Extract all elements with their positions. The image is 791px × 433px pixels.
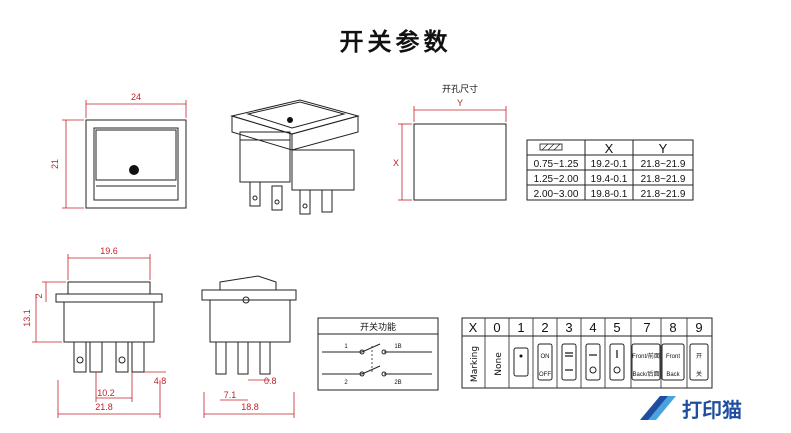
mark-header: 8 — [669, 320, 676, 335]
table-cell: 0.75~1.25 — [534, 159, 579, 170]
isometric-view — [230, 99, 360, 215]
brand-logo: 打印猫 — [640, 396, 742, 422]
mark-guan: 关 — [696, 370, 702, 378]
dim-end-a: 0.8 — [264, 376, 277, 386]
mark-header: 2 — [541, 320, 548, 335]
terminal-1b: 1B — [394, 344, 401, 350]
dim-height: 21 — [50, 159, 60, 169]
table-cell: 21.8~21.9 — [641, 189, 686, 200]
mark-on: ON — [541, 354, 550, 360]
mark-header: 1 — [517, 320, 524, 335]
cutout-x: X — [393, 158, 399, 168]
marking-table: X 0 1 2 3 4 5 7 8 9 Marking None ON OFF … — [461, 317, 713, 389]
table-cell: 19.4-0.1 — [591, 174, 628, 185]
mark-header: 7 — [643, 320, 650, 335]
dim-end-b: 7.1 — [224, 390, 237, 400]
brand-logo-text: 打印猫 — [682, 398, 742, 422]
table-header-x: X — [605, 141, 614, 156]
mark-header: X — [469, 320, 478, 335]
function-box: 开关功能 1 1B 2 2B — [317, 317, 439, 391]
dim-width: 24 — [131, 92, 141, 102]
cutout-label: 开孔尺寸 — [442, 83, 478, 95]
table-cell: 1.25~2.00 — [534, 174, 579, 185]
side-view: 19.6 2 13.1 10.2 4.8 21.8 — [22, 246, 166, 418]
mark-header: 5 — [613, 320, 620, 335]
terminal-2b: 2B — [394, 380, 401, 386]
mark-kai: 开 — [696, 353, 702, 360]
hole-size-table: X Y 0.75~1.25 19.2-0.1 21.8~21.9 1.25~2.… — [526, 139, 694, 201]
indicator-dot — [129, 165, 139, 175]
dim-cap-height: 2 — [34, 293, 44, 298]
table-cell: 2.00~3.00 — [534, 189, 579, 200]
mark-header: 9 — [695, 320, 702, 335]
table-cell: 19.8-0.1 — [591, 189, 628, 200]
end-view: 0.8 7.1 18.8 — [201, 275, 297, 418]
mark-header: 0 — [493, 320, 500, 335]
mark-front-cn: Front/前面 — [632, 352, 660, 360]
panel-thickness-icon — [539, 143, 563, 151]
mark-back-cn: Back/后面 — [632, 370, 659, 378]
marking-label: Marking — [470, 346, 480, 382]
terminal-2: 2 — [344, 380, 348, 386]
dim-pin-gap: 10.2 — [97, 388, 115, 398]
terminal-1: 1 — [344, 344, 348, 350]
dim-base-width: 21.8 — [95, 402, 113, 412]
cutout-y: Y — [457, 98, 463, 108]
dim-end-c: 18.8 — [241, 402, 259, 412]
table-cell: 21.8~21.9 — [641, 159, 686, 170]
mark-front: Front — [666, 354, 680, 360]
table-cell: 19.2-0.1 — [591, 159, 628, 170]
mark-header: 3 — [565, 320, 572, 335]
table-cell: 21.8~21.9 — [641, 174, 686, 185]
table-header-y: Y — [659, 141, 668, 156]
dim-top-width: 19.6 — [100, 246, 118, 256]
page-title: 开关参数 — [339, 28, 452, 56]
function-title: 开关功能 — [360, 321, 396, 333]
marking-none: None — [494, 352, 504, 376]
mark-back: Back — [666, 372, 680, 378]
dim-body-height: 13.1 — [22, 309, 32, 327]
mark-off: OFF — [539, 372, 551, 378]
cutout-view: 开孔尺寸 Y X — [393, 83, 507, 201]
front-view: 24 21 — [50, 92, 187, 209]
mark-header: 4 — [589, 320, 596, 335]
